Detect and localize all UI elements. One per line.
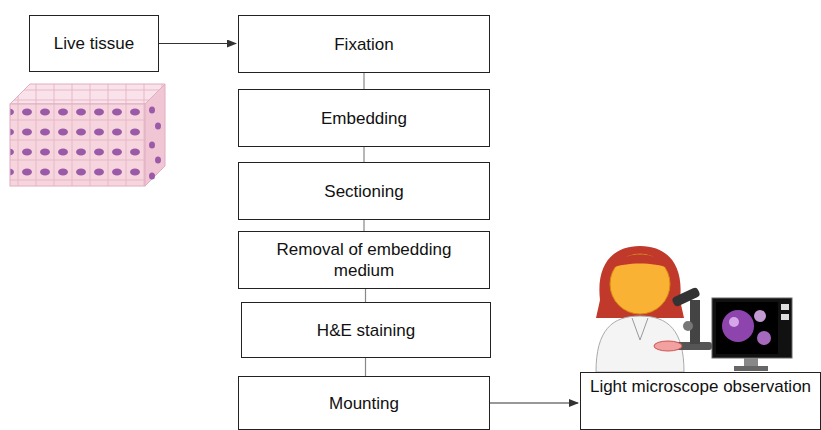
process-box: Sectioning <box>238 162 490 220</box>
monitor-icon <box>712 298 792 371</box>
box-label: Mounting <box>329 393 399 414</box>
box-label: H&E staining <box>317 320 415 341</box>
connector-line <box>365 289 366 302</box>
flow-arrow <box>490 402 578 403</box>
process-box: H&E staining <box>241 302 491 358</box>
connector-line <box>363 147 364 162</box>
box-label: Live tissue <box>54 33 134 54</box>
box-label: Fixation <box>334 34 394 55</box>
scientist-illustration <box>596 246 684 372</box>
box-label: Light microscope observation <box>590 376 811 397</box>
process-box: Removal of embedding medium <box>238 231 490 289</box>
connector-line <box>365 358 366 376</box>
process-box: Fixation <box>238 15 490 73</box>
sample-box: Live tissue <box>29 15 159 72</box>
connector-line <box>363 73 364 89</box>
connector-line <box>363 220 364 231</box>
tissue-block <box>10 84 165 186</box>
box-label: Removal of embedding medium <box>247 239 481 281</box>
flow-arrow <box>159 43 236 44</box>
result-box: Light microscope observation <box>580 372 821 430</box>
box-label: Sectioning <box>324 181 403 202</box>
process-box: Embedding <box>238 89 490 147</box>
microscope-icon <box>654 287 712 351</box>
box-label: Embedding <box>321 108 407 129</box>
process-box: Mounting <box>238 376 490 430</box>
